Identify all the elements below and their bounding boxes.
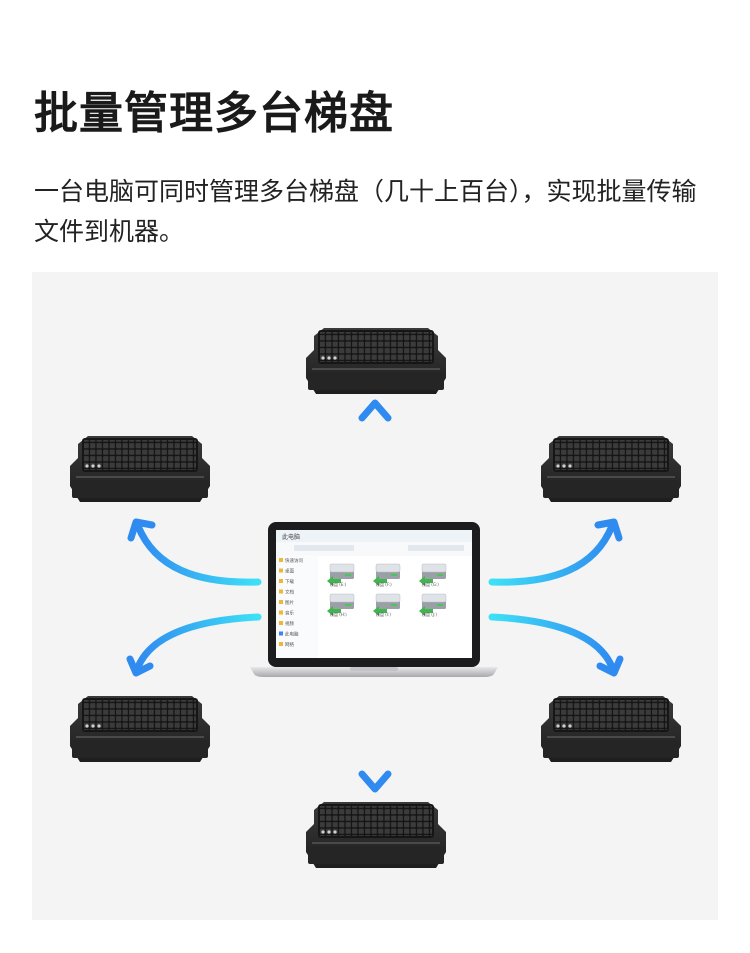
arrow-upper-right <box>488 518 623 586</box>
drive-icon[interactable] <box>373 593 401 616</box>
sidebar-item[interactable]: 网络 <box>285 641 294 648</box>
sidebar-folder-icon <box>279 642 283 646</box>
sidebar-item[interactable]: 此电脑 <box>285 631 299 638</box>
drive-icon[interactable] <box>419 563 447 586</box>
sidebar-item[interactable]: 音乐 <box>285 610 294 617</box>
drive-icon[interactable] <box>327 593 355 616</box>
device-upper-right <box>541 436 681 502</box>
device-lower-right <box>541 696 681 762</box>
drive-label: 梯盘 (F:) <box>376 581 392 587</box>
device-lower-left <box>70 696 210 762</box>
page-description: 一台电脑可同时管理多台梯盘（几十上百台），实现批量传输文件到机器。 <box>34 177 697 246</box>
drive-label: 梯盘 (E:) <box>330 581 347 587</box>
diagram-panel: 此电脑 快速访问桌面下载文档图片音乐视频此电脑网络 梯盘 (E:)梯盘 (F:)… <box>32 272 718 920</box>
arrow-lower-left <box>126 613 262 677</box>
sidebar-item[interactable]: 文档 <box>285 589 294 596</box>
drive-label: 梯盘 (I:) <box>376 611 391 617</box>
device-bottom <box>306 802 446 868</box>
sidebar-item[interactable]: 下载 <box>285 578 294 585</box>
sidebar-item[interactable]: 图片 <box>285 599 294 606</box>
sidebar-item[interactable]: 视频 <box>285 620 294 627</box>
sidebar-folder-icon <box>279 610 283 615</box>
sidebar-folder-icon <box>279 621 283 625</box>
arrow-down <box>358 692 392 793</box>
drive-label: 梯盘 (H:) <box>330 611 347 617</box>
drive-icon[interactable] <box>419 593 447 616</box>
device-upper-left <box>70 436 210 502</box>
arrow-up <box>358 399 392 504</box>
drive-grid: 梯盘 (E:) 梯盘 (F:) 梯盘 (G:) 梯盘 (H:) 梯盘 (I:) 梯盘 (J… <box>327 563 447 617</box>
sidebar-folder-icon <box>279 579 283 583</box>
sidebar-folder-icon <box>279 589 283 594</box>
window-title: 此电脑 <box>282 533 300 541</box>
arrow-lower-right <box>488 613 624 677</box>
device-top <box>306 328 446 394</box>
sidebar-folder-icon <box>279 631 283 636</box>
drive-label: 梯盘 (J:) <box>422 611 437 617</box>
drive-icon[interactable] <box>373 563 401 586</box>
sidebar-item[interactable]: 桌面 <box>285 568 294 575</box>
drive-icon[interactable] <box>327 563 355 586</box>
drive-label: 梯盘 (G:) <box>422 581 439 587</box>
arrow-upper-left <box>127 518 262 586</box>
sidebar-folder-icon <box>279 568 283 573</box>
sidebar-item[interactable]: 快速访问 <box>285 557 303 564</box>
sidebar-folder-icon <box>279 558 283 562</box>
page-title: 批量管理多台梯盘 <box>34 88 394 139</box>
sidebar-folder-icon <box>279 600 283 604</box>
